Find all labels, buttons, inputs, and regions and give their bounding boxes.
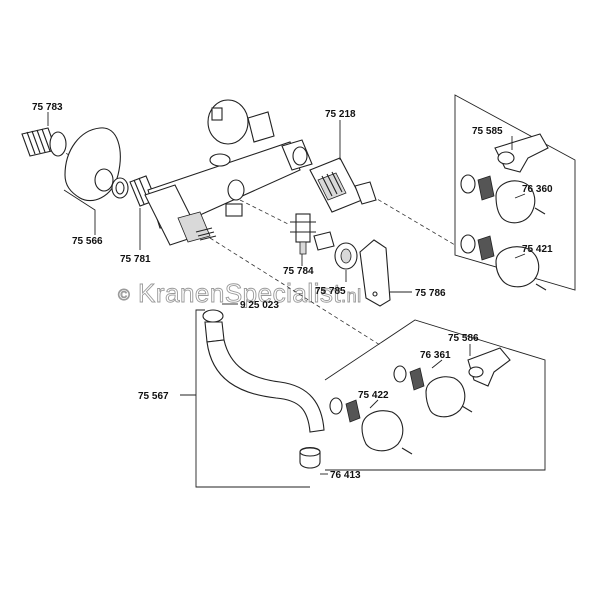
leader-76360 (514, 193, 526, 199)
cartridge-thread (317, 172, 347, 201)
label-75785: 75 785 (315, 286, 346, 297)
label-75786: 75 786 (415, 288, 446, 299)
watermark-text-light: Specialist (225, 278, 342, 308)
knob-upper-screw (534, 207, 546, 215)
nipple-threads (26, 128, 51, 155)
watermark-text-dark: Kranen (138, 278, 225, 308)
part-knob-lower-right (393, 365, 473, 418)
knob-lr-spline (409, 367, 425, 391)
label-75585: 75 585 (472, 126, 503, 137)
washer-inner (115, 181, 125, 195)
leader-75566 (63, 189, 96, 235)
mixer-left-thread-lines (195, 227, 217, 241)
mixer-right-port-hole (292, 146, 308, 166)
knob-upper-spline (477, 175, 495, 201)
spout-inlet (204, 321, 225, 343)
label-75783: 75 783 (32, 102, 63, 113)
bracket-outline-lower (324, 319, 546, 471)
valve-body (295, 213, 311, 243)
axis-body-right (239, 199, 291, 226)
knob-upper-ring (460, 174, 476, 194)
cartridge-spindle (354, 181, 377, 205)
knob-ll-screw (401, 447, 413, 455)
part-lever-75786 (359, 239, 391, 307)
washer-outer (111, 177, 129, 199)
knob-lr-ring (393, 365, 407, 383)
mixer-top-screw (211, 107, 223, 121)
watermark-suffix: .nl (341, 286, 362, 306)
bracket-group-lower (324, 319, 546, 471)
knob-ll-ring (329, 397, 343, 415)
watermark-text: KranenSpecialist.nl (138, 278, 362, 308)
knob-lr-screw (461, 405, 473, 413)
part-nut-75785 (334, 242, 358, 270)
lever-lower-hub (468, 366, 484, 378)
knob-ll-cap (361, 410, 404, 452)
cartridge-thread-lines (321, 171, 343, 197)
leader-75567 (180, 309, 310, 488)
part-rosette (64, 127, 121, 202)
nut-center (340, 248, 352, 264)
valve-flanges (290, 221, 316, 233)
knob-mid-cap (495, 246, 540, 288)
lever-screw-hole (372, 291, 378, 297)
axis-cartridge (371, 195, 456, 246)
part-mixer-body (144, 99, 313, 246)
spout-aerator-top (299, 447, 321, 457)
leader-lines (47, 112, 526, 488)
label-76361: 76 361 (420, 350, 451, 361)
knob-mid-spline (477, 235, 495, 261)
label-76413: 76 413 (330, 470, 361, 481)
mixer-bottom-stub (225, 203, 243, 217)
leader-75421 (514, 253, 526, 259)
part-lever-handle-lower (467, 347, 511, 387)
label-75567: 75 567 (138, 391, 169, 402)
part-spout (202, 309, 325, 469)
label-75218: 75 218 (325, 109, 356, 120)
part-knob-upper (460, 174, 546, 224)
label-75421: 75 421 (522, 244, 553, 255)
valve-stem (299, 241, 307, 255)
label-75784: 75 784 (283, 266, 314, 277)
knob-lr-cap (425, 376, 466, 418)
knob-upper-cap (495, 180, 536, 224)
lever-upper-hub (497, 151, 515, 165)
spout-tube (206, 339, 325, 433)
nipple-flange (49, 131, 67, 157)
part-valve (290, 213, 335, 255)
mixer-outlet-side (227, 179, 245, 201)
label-75566: 75 566 (72, 236, 103, 247)
lever-blade (359, 239, 391, 307)
part-labels: 75 783 75 566 75 781 75 218 75 585 76 36… (32, 102, 553, 481)
leader-75422 (369, 399, 379, 409)
spout-oring (202, 309, 224, 323)
valve-side-nut (313, 231, 335, 251)
axis-lower (209, 237, 381, 346)
watermark: © KranenSpecialist.nl (118, 278, 362, 309)
watermark-copyright: © (118, 287, 130, 304)
label-75422: 75 422 (358, 390, 389, 401)
mixer-top-nut (247, 111, 275, 143)
label-925023: 9 25 023 (240, 300, 279, 311)
part-knob-lower-left (329, 397, 413, 455)
label-75586: 75 586 (448, 333, 479, 344)
label-75781: 75 781 (120, 254, 151, 265)
part-threaded-nipple (21, 127, 67, 157)
knob-mid-ring (460, 234, 476, 254)
label-76360: 76 360 (522, 184, 553, 195)
rosette-hole (94, 168, 114, 192)
knob-mid-screw (535, 283, 547, 291)
part-cartridge (309, 157, 377, 213)
knob-ll-spline (345, 399, 361, 423)
part-washer-left (111, 177, 129, 199)
part-lever-handle-upper (494, 133, 549, 173)
part-knob-mid (460, 234, 547, 291)
mixer-outlet-top (209, 153, 231, 167)
leader-76361 (431, 359, 443, 369)
mixer-top-rosette (207, 99, 249, 145)
